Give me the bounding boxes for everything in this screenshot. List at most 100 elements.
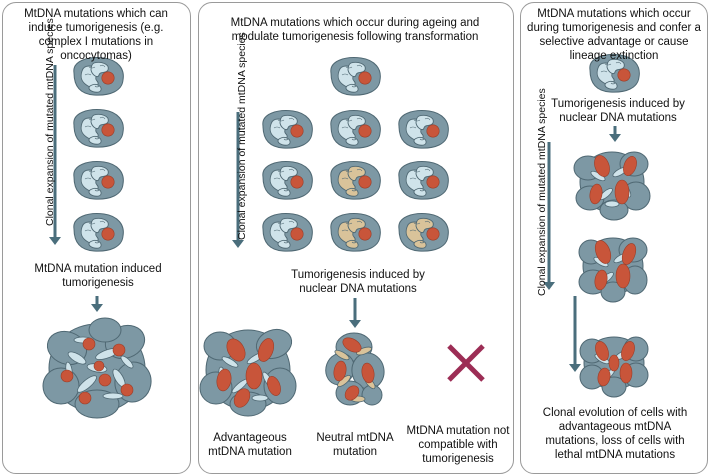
nucleus: [78, 391, 92, 405]
nucleus: [594, 240, 612, 264]
mitochondrion: [604, 200, 620, 208]
left-step-label: MtDNA mutation induced tumorigenesis: [34, 263, 162, 289]
mitochondrion: [88, 135, 102, 145]
nucleus: [233, 388, 251, 408]
mitochondrion: [88, 187, 102, 197]
arrow-head: [569, 364, 581, 372]
nucleus: [426, 124, 440, 138]
cristae: [84, 168, 106, 192]
nucleus: [589, 183, 603, 205]
nucleus: [358, 124, 372, 138]
cristae: [273, 117, 295, 141]
cristae: [600, 61, 622, 85]
nucleus: [621, 341, 635, 361]
nucleus: [361, 362, 375, 384]
arrow-head: [609, 134, 621, 142]
nucleus: [120, 383, 134, 397]
nucleus: [60, 369, 74, 383]
cristae: [409, 220, 431, 244]
cell: [262, 161, 313, 200]
cell: [398, 213, 449, 252]
cell: [262, 110, 313, 149]
nucleus: [595, 341, 609, 361]
tumor-mass: [573, 151, 651, 221]
cristae: [409, 168, 431, 192]
cristae: [341, 64, 363, 88]
outcome-neutral: Neutral mtDNA mutation: [316, 432, 394, 458]
nucleus: [342, 337, 362, 353]
tumor-mass: [42, 317, 152, 419]
mitochondrion: [345, 83, 359, 93]
cell: [262, 213, 313, 252]
mitochondrion: [604, 80, 618, 90]
nucleus: [112, 343, 126, 357]
nucleus: [358, 227, 372, 241]
cell: [398, 110, 449, 149]
arrow-head: [349, 320, 361, 328]
mitochondrion: [67, 351, 87, 365]
middle-side-label: Clonal expansion of mutated mtDNA specie…: [236, 32, 248, 240]
middle-step-label: Tumorigenesis induced by nuclear DNA mut…: [291, 269, 425, 295]
cell: [330, 110, 381, 149]
mitochondrion: [88, 83, 102, 93]
nucleus: [358, 175, 372, 189]
right-side-label: Clonal expansion of mutated mtDNA specie…: [536, 88, 548, 296]
mitochondrion: [345, 136, 359, 146]
outcome-advantageous: Advantageous mtDNA mutation: [208, 432, 292, 458]
mitochondrion: [413, 136, 427, 146]
cell: [73, 213, 124, 252]
mitochondrion: [77, 375, 97, 393]
mitochondrion: [277, 187, 291, 197]
nucleus: [426, 175, 440, 189]
tumor-cell: [88, 317, 122, 343]
cristae: [341, 168, 363, 192]
mitochondrion: [88, 239, 102, 249]
nucleus: [98, 373, 112, 387]
nucleus: [93, 360, 105, 372]
mitochondrion: [345, 187, 359, 197]
nucleus: [594, 269, 608, 291]
nucleus: [594, 155, 610, 177]
cristae: [273, 220, 295, 244]
arrow-head: [232, 240, 244, 248]
nucleus: [101, 175, 115, 189]
arrow-head: [543, 282, 555, 290]
cross-mark: [447, 344, 485, 382]
mitochondrion: [413, 239, 427, 249]
right-panel-title: MtDNA mutations which occur during tumor…: [527, 8, 701, 62]
nucleus: [426, 227, 440, 241]
cristae: [273, 168, 295, 192]
tumor-mass: [325, 332, 385, 406]
cell: [73, 57, 124, 96]
mitochondrion: [345, 239, 359, 249]
nucleus: [344, 385, 360, 401]
cell: [73, 161, 124, 200]
nucleus: [358, 71, 372, 85]
cell: [330, 57, 381, 96]
mitochondrion: [413, 187, 427, 197]
nucleus: [226, 338, 246, 362]
outcome-incompatible: MtDNA mutation not compatible with tumor…: [406, 425, 510, 465]
mitochondrion: [102, 392, 124, 400]
mitochondrion: [120, 355, 134, 369]
nucleus: [101, 123, 115, 137]
nucleus: [82, 337, 96, 351]
nucleus: [619, 362, 633, 384]
cell: [330, 213, 381, 252]
nucleus: [615, 263, 631, 289]
arrow-head: [91, 304, 103, 312]
cell: [398, 161, 449, 200]
nucleus: [290, 124, 304, 138]
nucleus: [617, 68, 631, 82]
left-side-label: Clonal expansion of mutated mtDNA specie…: [44, 18, 56, 226]
right-step-label: Tumorigenesis induced by nuclear DNA mut…: [551, 98, 685, 124]
cristae: [84, 64, 106, 88]
cristae: [341, 117, 363, 141]
tumor-mass: [578, 237, 648, 303]
tumor-mass: [579, 336, 649, 398]
cristae: [84, 220, 106, 244]
nucleus: [333, 360, 347, 382]
left-panel-title: MtDNA mutations which can induce tumorig…: [24, 8, 168, 62]
middle-panel-title: MtDNA mutations which occur during agein…: [230, 17, 480, 43]
nucleus: [597, 367, 611, 387]
